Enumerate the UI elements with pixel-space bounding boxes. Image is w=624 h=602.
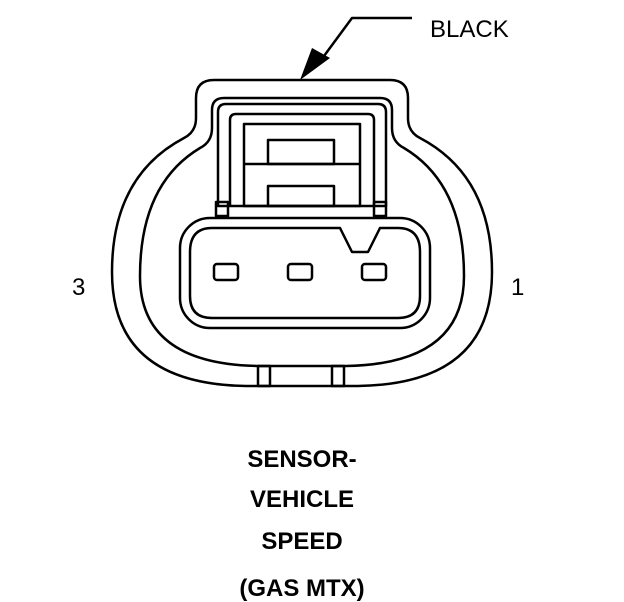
color-callout-label: BLACK bbox=[430, 16, 509, 43]
latch-slot-upper bbox=[266, 138, 336, 166]
caption-line-2: VEHICLE bbox=[249, 486, 354, 513]
latch-slot-lower bbox=[266, 184, 336, 208]
pin-label-left: 3 bbox=[72, 274, 86, 301]
latch-housing-inner bbox=[228, 112, 376, 206]
plug-face-inner bbox=[188, 226, 422, 320]
connector-outer-shell bbox=[110, 78, 494, 388]
pin-label-right: 1 bbox=[511, 274, 525, 301]
connector-inner-shell bbox=[138, 96, 466, 368]
bottom-rib-left bbox=[256, 364, 272, 388]
latch-housing bbox=[216, 102, 388, 208]
callout-leader-line bbox=[322, 16, 412, 57]
pin-cavity-3 bbox=[212, 262, 240, 282]
plug-face bbox=[178, 216, 432, 330]
pin-cavity-2 bbox=[286, 262, 314, 282]
caption-line-3: SPEED bbox=[261, 528, 343, 555]
pin-cavity-1 bbox=[360, 262, 388, 282]
latch-tab-right bbox=[372, 200, 388, 218]
caption-line-1: SENSOR- bbox=[247, 446, 357, 473]
caption-line-4: (GAS MTX) bbox=[239, 575, 365, 602]
callout-arrowhead bbox=[300, 48, 330, 80]
bottom-rib-right bbox=[330, 364, 346, 388]
latch-tab-left bbox=[214, 200, 230, 218]
